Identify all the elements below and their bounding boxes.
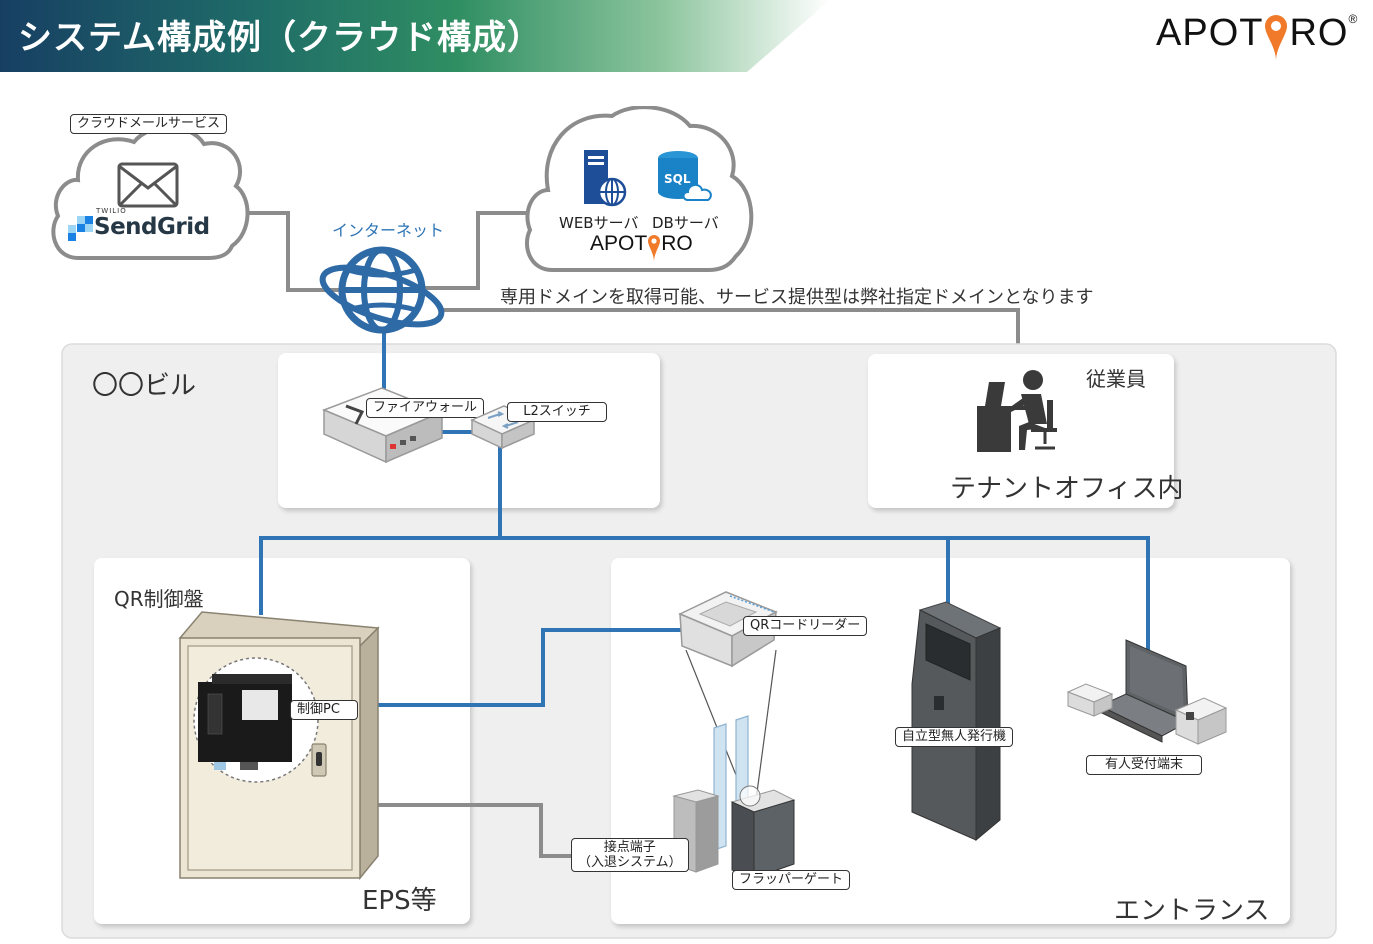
- envelope-icon: [117, 162, 179, 208]
- line-mail-to-internet: [246, 211, 340, 292]
- qr-reader-label: QRコードリーダー: [743, 616, 868, 636]
- reception-terminal-label: 有人受付端末: [1086, 755, 1202, 775]
- cloud-apotoro-text-a: APOT: [590, 232, 648, 255]
- contact-terminal-label-line1: 接点端子: [603, 840, 656, 855]
- eps-area-label: EPS等: [362, 886, 437, 916]
- flapper-gate-label: フラッパーゲート: [732, 870, 851, 890]
- employee-label: 従業員: [1086, 367, 1146, 391]
- entrance-area-label: エントランス: [1114, 896, 1270, 926]
- globe-icon: [319, 246, 445, 334]
- web-server-label: WEBサーバ: [559, 214, 639, 232]
- apotoro-logo: APOT RO®: [1156, 12, 1359, 61]
- db-server-label: DBサーバ: [652, 214, 719, 232]
- cloud-mail-label: クラウドメールサービス: [70, 114, 228, 134]
- control-pc-label: 制御PC: [290, 700, 358, 720]
- employee-at-desk-icon: [977, 370, 1057, 452]
- logo-text-a: APOT: [1156, 12, 1264, 54]
- sendgrid-brand-label: SendGrid: [94, 214, 210, 240]
- office-area-label: テナントオフィス内: [950, 474, 1184, 504]
- l2-switch-label: L2スイッチ: [507, 402, 607, 422]
- contact-terminal-label-line2: （入退システム）: [578, 855, 682, 870]
- firewall-icon: [322, 387, 444, 464]
- internet-label: インターネット: [332, 221, 445, 240]
- flapper-gate-icon: [672, 650, 796, 879]
- firewall-label: ファイアウォール: [366, 398, 485, 418]
- line-backbone: [259, 536, 1150, 650]
- logo-text-b: RO: [1289, 12, 1349, 54]
- cloud-apotoro-logo: APOT RO: [590, 232, 693, 262]
- qr-panel-label: QR制御盤: [114, 587, 204, 611]
- qr-control-cabinet-icon: [178, 611, 380, 881]
- building-label: 〇〇ビル: [92, 371, 197, 401]
- contact-terminal-label: 接点端子 （入退システム）: [571, 838, 689, 872]
- db-server-icon: [658, 151, 712, 201]
- line-cabinet-to-contact: [378, 803, 576, 858]
- kiosk-icon: [911, 601, 1002, 842]
- header-band: [0, 0, 830, 72]
- cloud-apotoro-pin-icon: [647, 234, 661, 262]
- web-server-icon: [584, 150, 627, 207]
- line-pc-to-qr-reader: [360, 628, 690, 707]
- reception-terminal-icon: [1066, 639, 1228, 745]
- kiosk-label: 自立型無人発行機: [895, 727, 1014, 747]
- sendgrid-logo-icon: [68, 216, 93, 241]
- db-icon-text: SQL: [664, 172, 691, 186]
- line-internet-to-server: [425, 211, 545, 290]
- twilio-small-label: TWILIO: [96, 207, 127, 215]
- cloud-apotoro-text-b: RO: [661, 232, 693, 255]
- logo-registered-mark: ®: [1348, 12, 1359, 26]
- page-title: システム構成例（クラウド構成）: [18, 18, 542, 58]
- internet-domain-note: 専用ドメインを取得可能、サービス提供型は弊社指定ドメインとなります: [500, 287, 1094, 308]
- cloud-server-icon: [525, 106, 754, 272]
- logo-pin-icon: [1263, 13, 1289, 61]
